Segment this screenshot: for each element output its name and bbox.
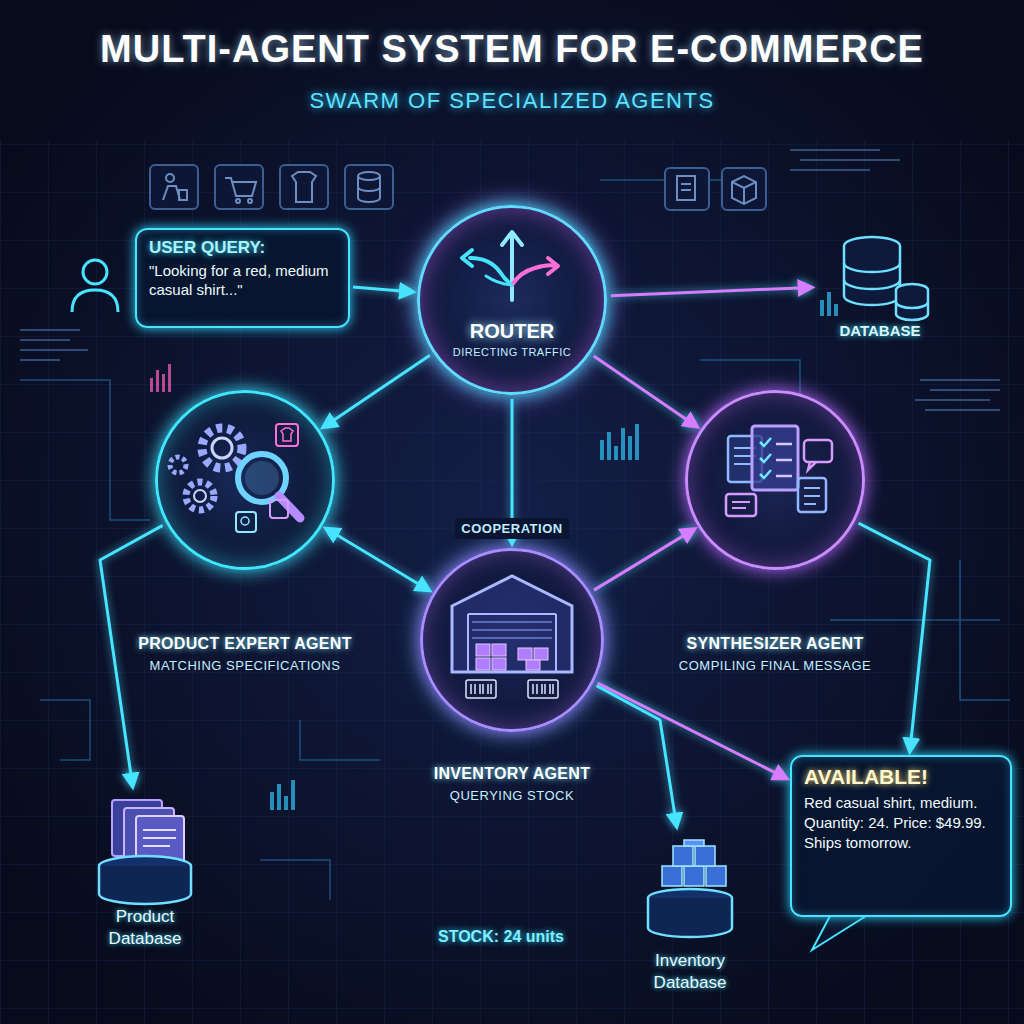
node-heading: DATABASE xyxy=(630,900,750,912)
node-heading: INVENTORY AGENT xyxy=(362,765,662,783)
database-icon xyxy=(844,237,928,320)
router-icon xyxy=(462,232,558,300)
node-body: Red casual shirt, medium. Quantity: 24. … xyxy=(804,793,998,853)
database-node: DATABASE Product Database xyxy=(85,790,205,955)
node-caption: SYNTHESIZER AGENT COMPILING FINAL MESSAGE xyxy=(625,635,925,673)
database-icon xyxy=(99,800,191,904)
connector-arrow xyxy=(100,525,163,787)
connector-arrow xyxy=(611,287,812,295)
node-heading: PRODUCT EXPERT AGENT xyxy=(95,635,395,653)
connector-arrow xyxy=(353,287,413,292)
node-heading: DATABASE xyxy=(815,322,945,339)
database-icon xyxy=(648,840,732,937)
warehouse-icon xyxy=(452,576,572,698)
node-heading: AVAILABLE! xyxy=(804,765,998,789)
connector-arrow xyxy=(594,529,695,590)
connector-arrow xyxy=(597,686,677,827)
stock-label: STOCK: 24 units xyxy=(438,928,564,946)
query-box: USER QUERY: "Looking for a red, medium ca… xyxy=(135,228,350,328)
node-body: "Looking for a red, medium casual shirt.… xyxy=(149,261,336,299)
node-body: MATCHING SPECIFICATIONS xyxy=(95,658,395,673)
router-circle: ROUTER DIRECTING TRAFFIC xyxy=(417,205,607,395)
node-body: DIRECTING TRAFFIC xyxy=(453,346,571,358)
connector-arrow xyxy=(594,356,698,427)
connector-arrow xyxy=(598,683,787,778)
node-heading: DATABASE xyxy=(85,870,205,882)
node-body: QUERYING STOCK xyxy=(362,788,662,803)
connector-arrow xyxy=(323,355,430,427)
output-box: AVAILABLE! Red casual shirt, medium. Quan… xyxy=(790,755,1012,917)
database-node: DATABASE xyxy=(815,222,945,347)
synthesizer-icon xyxy=(726,426,832,516)
node-caption: PRODUCT EXPERT AGENT MATCHING SPECIFICATI… xyxy=(95,635,395,673)
flow-label: COOPERATION xyxy=(455,518,568,539)
connector-arrow xyxy=(511,399,514,544)
diagram-title: MULTI-AGENT SYSTEM FOR E-COMMERCE xyxy=(0,28,1024,71)
connector-arrow xyxy=(859,523,931,752)
node-heading: SYNTHESIZER AGENT xyxy=(625,635,925,653)
connector-arrow xyxy=(326,528,430,590)
database-node: DATABASE Inventory Database xyxy=(630,830,750,995)
agent-circle: PRODUCT EXPERT AGENTMATCHING SPECIFICATI… xyxy=(155,390,335,570)
agent-circle: SYNTHESIZER AGENTCOMPILING FINAL MESSAGE xyxy=(685,390,865,570)
node-body: Product Database xyxy=(85,906,205,950)
node-caption: INVENTORY AGENT QUERYING STOCK xyxy=(362,765,662,803)
expert-icon xyxy=(170,424,300,532)
node-heading: ROUTER xyxy=(470,320,554,343)
node-body: COMPILING FINAL MESSAGE xyxy=(625,658,925,673)
node-heading: USER QUERY: xyxy=(149,238,336,258)
node-body: Inventory Database xyxy=(630,950,750,994)
subtitle: SWARM OF SPECIALIZED AGENTS xyxy=(0,88,1024,114)
agent-circle: INVENTORY AGENTQUERYING STOCK xyxy=(420,548,604,732)
